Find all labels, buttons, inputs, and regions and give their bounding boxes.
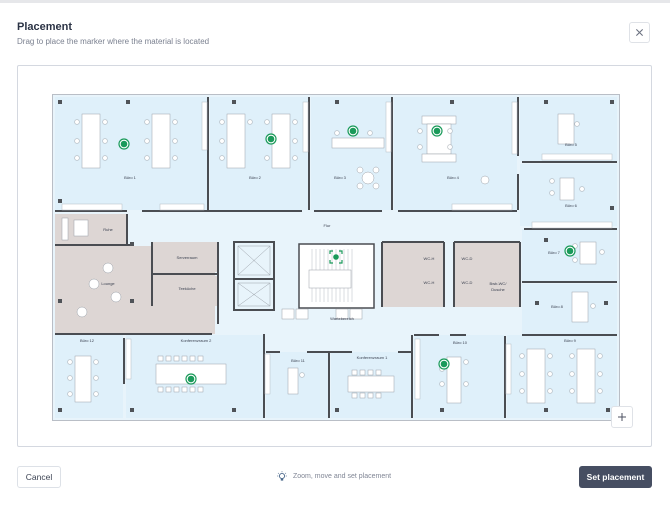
svg-text:Flur: Flur — [324, 223, 332, 228]
svg-text:Büro 6: Büro 6 — [565, 203, 578, 208]
set-placement-button[interactable]: Set placement — [579, 466, 652, 488]
svg-text:Ruhe: Ruhe — [103, 227, 113, 232]
svg-text:Büro 2: Büro 2 — [249, 175, 262, 180]
plus-icon — [618, 413, 626, 421]
svg-text:Büro 10: Büro 10 — [453, 340, 468, 345]
svg-text:Wartebereich: Wartebereich — [330, 316, 354, 321]
close-icon — [635, 28, 644, 37]
placement-markers[interactable] — [118, 125, 576, 385]
svg-text:Büro 4: Büro 4 — [447, 175, 460, 180]
svg-text:Serverraum: Serverraum — [177, 255, 199, 260]
floorplan-viewport[interactable]: Büro 1 Büro 2 Büro 3 Büro 4 Büro 5 Büro 6 Bü… — [17, 65, 652, 447]
hint-text: Zoom, move and set placement — [293, 473, 392, 480]
svg-text:WC-D: WC-D — [462, 280, 473, 285]
dialog-subtitle: Drag to place the marker where the mater… — [17, 37, 210, 46]
svg-text:Büro 3: Büro 3 — [334, 175, 347, 180]
svg-text:Dusche: Dusche — [491, 287, 505, 292]
svg-text:Büro 7: Büro 7 — [548, 250, 561, 255]
svg-text:Büro 5: Büro 5 — [565, 142, 578, 147]
svg-text:Konferenzraum 1: Konferenzraum 1 — [357, 355, 388, 360]
svg-text:Büro 8: Büro 8 — [551, 304, 564, 309]
svg-text:Büro 9: Büro 9 — [564, 338, 577, 343]
svg-text:Büro 12: Büro 12 — [80, 338, 95, 343]
svg-text:Teeküche: Teeküche — [178, 286, 196, 291]
top-divider — [0, 0, 670, 3]
svg-text:Büro 1: Büro 1 — [124, 175, 137, 180]
svg-text:Konferenzraum 2: Konferenzraum 2 — [181, 338, 212, 343]
svg-text:Büro 11: Büro 11 — [291, 358, 305, 363]
svg-text:WC-H: WC-H — [424, 256, 435, 261]
zoom-in-button[interactable] — [611, 406, 633, 428]
svg-text:WC-H: WC-H — [424, 280, 435, 285]
svg-text:Lounge: Lounge — [101, 281, 115, 286]
svg-text:WC-D: WC-D — [462, 256, 473, 261]
cancel-button[interactable]: Cancel — [17, 466, 61, 488]
close-button[interactable] — [629, 22, 650, 43]
svg-text:Bwb-WC/: Bwb-WC/ — [490, 281, 508, 286]
dialog-title: Placement — [17, 21, 73, 33]
hint: Zoom, move and set placement — [277, 471, 391, 482]
lightbulb-icon — [277, 471, 287, 481]
floorplan[interactable]: Büro 1 Büro 2 Büro 3 Büro 4 Büro 5 Büro 6 Bü… — [52, 94, 620, 421]
